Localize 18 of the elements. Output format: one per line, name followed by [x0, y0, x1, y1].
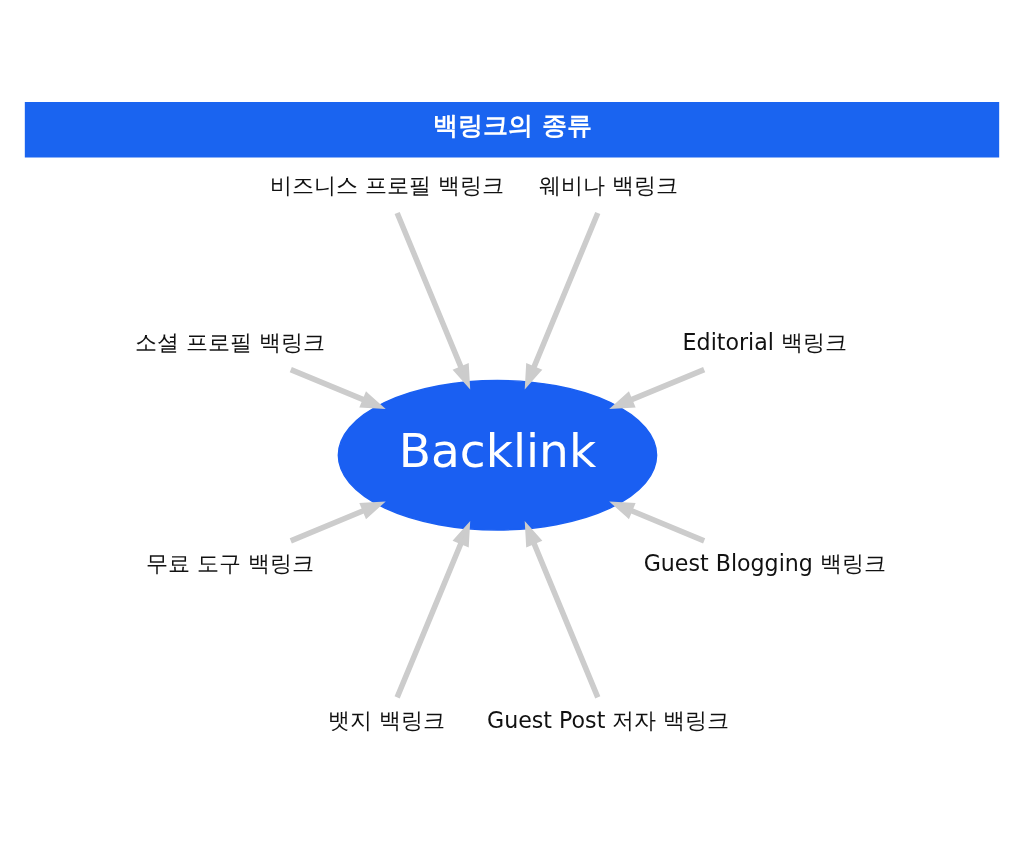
arrow: [609, 367, 706, 409]
node-text: 웨비나 백링크: [538, 172, 678, 199]
arrow: [289, 501, 386, 544]
node-text: 비즈니스 프로필 백링크: [269, 172, 504, 199]
node-text: 무료 도구 백링크: [146, 550, 315, 577]
arrow: [289, 367, 386, 409]
arrow: [609, 501, 706, 544]
node-ellipse: Backlink: [337, 379, 658, 531]
arrow: [524, 521, 601, 699]
node-text: Editorial 백링크: [682, 328, 847, 355]
arrow: [394, 521, 471, 699]
node-text: Guest Post 저자 백링크: [487, 706, 730, 733]
node-text: 뱃지 백링크: [328, 706, 446, 733]
arrow: [524, 211, 601, 390]
diagram-title: 백링크의 종류: [433, 111, 592, 141]
arrow: [394, 211, 471, 390]
node-text: Guest Blogging 백링크: [643, 550, 886, 577]
node-text: 소셜 프로필 백링크: [135, 328, 326, 355]
